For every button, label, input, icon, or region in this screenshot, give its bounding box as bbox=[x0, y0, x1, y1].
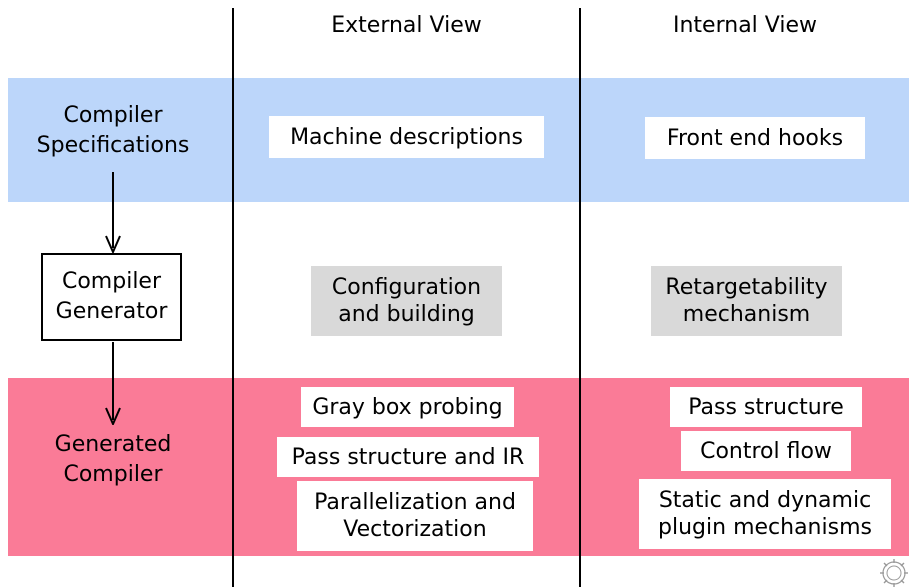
box-line-1: Parallelization and bbox=[314, 490, 516, 515]
column-divider-left bbox=[232, 8, 234, 587]
label-line-2: Generator bbox=[55, 299, 168, 324]
box-line-2: plugin mechanisms bbox=[658, 515, 872, 540]
box-line-2: mechanism bbox=[682, 302, 811, 327]
gear-seal-icon bbox=[880, 559, 908, 587]
pass-structure-ir-box: Pass structure and IR bbox=[277, 437, 539, 477]
internal-view-header: Internal View bbox=[673, 13, 817, 38]
configuration-building-box: Configuration and building bbox=[311, 266, 502, 336]
label-line-1: Compiler bbox=[63, 103, 163, 128]
label-line-2: Specifications bbox=[36, 133, 190, 158]
compiler-specifications-label: Compiler Specifications bbox=[18, 101, 208, 161]
control-flow-box: Control flow bbox=[681, 431, 851, 471]
machine-descriptions-box: Machine descriptions bbox=[269, 116, 544, 158]
plugin-mechanisms-box: Static and dynamic plugin mechanisms bbox=[639, 479, 891, 549]
parallelization-vectorization-box: Parallelization and Vectorization bbox=[297, 481, 533, 551]
flow-arrows bbox=[105, 172, 121, 425]
box-line-1: Static and dynamic bbox=[658, 488, 872, 513]
box-line-1: Retargetability bbox=[665, 275, 828, 300]
box-line-2: and building bbox=[338, 302, 475, 327]
box-line-1: Configuration bbox=[331, 275, 482, 300]
generated-compiler-label: Generated Compiler bbox=[18, 430, 208, 490]
compiler-generator-box: Compiler Generator bbox=[41, 253, 182, 341]
box-line-2: Vectorization bbox=[343, 517, 487, 542]
gray-box-probing-box: Gray box probing bbox=[301, 387, 514, 427]
external-view-header: External View bbox=[331, 13, 482, 38]
arrow-specs-to-generator bbox=[105, 172, 121, 255]
arrow-generator-to-generated bbox=[105, 342, 121, 425]
column-divider-right bbox=[579, 8, 581, 587]
label-line-2: Compiler bbox=[63, 462, 163, 487]
front-end-hooks-box: Front end hooks bbox=[645, 117, 865, 159]
pass-structure-box: Pass structure bbox=[670, 387, 862, 427]
label-line-1: Compiler bbox=[61, 269, 162, 294]
retargetability-mechanism-box: Retargetability mechanism bbox=[651, 266, 842, 336]
label-line-1: Generated bbox=[54, 432, 172, 457]
